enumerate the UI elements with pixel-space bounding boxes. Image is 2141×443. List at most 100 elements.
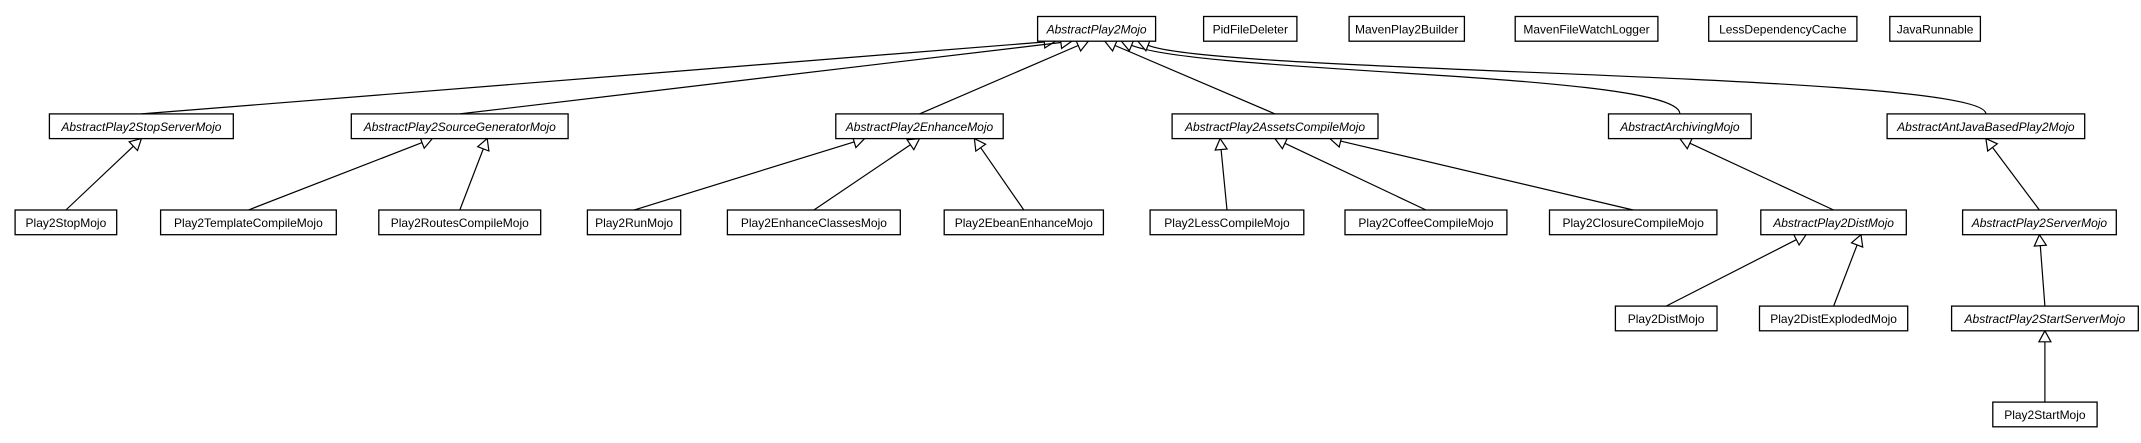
inheritance-arrowhead bbox=[973, 137, 987, 153]
class-label: Play2ClosureCompileMojo bbox=[1562, 216, 1704, 230]
class-box bbox=[1548, 209, 1718, 236]
class-label: Play2EbeanEnhanceMojo bbox=[955, 216, 1093, 230]
inheritance-arrowhead bbox=[128, 137, 143, 152]
inheritance-edge bbox=[1340, 140, 1634, 211]
class-label: AbstractPlay2Mojo bbox=[1046, 22, 1147, 36]
class-label: Play2RunMojo bbox=[595, 216, 673, 230]
class-box bbox=[1202, 15, 1298, 42]
class-label: Play2RoutesCompileMojo bbox=[391, 216, 529, 230]
class-node-abstract-play2-dist-mojo[interactable]: AbstractPlay2DistMojo bbox=[1760, 209, 1907, 236]
class-box bbox=[1760, 209, 1907, 236]
class-box bbox=[726, 209, 901, 236]
class-node-less-dependency-cache[interactable]: LessDependencyCache bbox=[1708, 15, 1858, 42]
inheritance-edge bbox=[248, 142, 423, 211]
class-label: Play2StopMojo bbox=[26, 216, 107, 230]
class-node-play2-start-mojo[interactable]: Play2StartMojo bbox=[1992, 401, 2098, 428]
class-box bbox=[835, 113, 1004, 140]
inheritance-edge bbox=[1131, 44, 1681, 115]
inheritance-edge bbox=[459, 41, 1061, 115]
class-label: Play2LessCompileMojo bbox=[1164, 216, 1290, 230]
class-node-abstract-ant-java-based-play2-mojo[interactable]: AbstractAntJavaBasedPlay2Mojo bbox=[1886, 113, 2086, 140]
inheritance-arrowhead bbox=[476, 137, 490, 152]
inheritance-arrowhead bbox=[1985, 137, 1999, 153]
class-box bbox=[1514, 15, 1659, 42]
inheritance-edge bbox=[459, 148, 484, 211]
class-box bbox=[350, 113, 569, 140]
class-label: Play2TemplateCompileMojo bbox=[174, 216, 323, 230]
class-node-java-runnable[interactable]: JavaRunnable bbox=[1889, 15, 1982, 42]
inheritance-edge bbox=[1220, 149, 1228, 211]
class-box bbox=[1607, 113, 1752, 140]
class-node-abstract-play2-start-server-mojo[interactable]: AbstractPlay2StartServerMojo bbox=[1950, 305, 2139, 332]
inheritance-arrowhead bbox=[1850, 233, 1864, 249]
inheritance-edge bbox=[1992, 147, 2040, 211]
class-box bbox=[1950, 305, 2139, 332]
inheritance-edge bbox=[65, 145, 134, 211]
class-node-abstract-play2-server-mojo[interactable]: AbstractPlay2ServerMojo bbox=[1961, 209, 2117, 236]
class-box bbox=[1708, 15, 1858, 42]
class-label: PidFileDeleter bbox=[1213, 22, 1288, 36]
class-node-abstract-play2-mojo[interactable]: AbstractPlay2Mojo bbox=[1036, 15, 1157, 42]
class-node-abstract-play2-enhance-mojo[interactable]: AbstractPlay2EnhanceMojo bbox=[835, 113, 1004, 140]
class-box bbox=[1992, 401, 2098, 428]
class-label: MavenFileWatchLogger bbox=[1523, 22, 1649, 36]
class-box bbox=[1758, 305, 1909, 332]
class-node-abstract-play2-stop-server-mojo[interactable]: AbstractPlay2StopServerMojo bbox=[48, 113, 234, 140]
class-label: AbstractArchivingMojo bbox=[1619, 120, 1740, 134]
inheritance-edge bbox=[1833, 244, 1858, 307]
class-label: AbstractPlay2EnhanceMojo bbox=[845, 120, 994, 134]
class-box bbox=[48, 113, 234, 140]
class-label: Play2EnhanceClassesMojo bbox=[741, 216, 887, 230]
class-label: AbstractPlay2StopServerMojo bbox=[60, 120, 221, 134]
class-node-play2-routes-compile-mojo[interactable]: Play2RoutesCompileMojo bbox=[378, 209, 542, 236]
class-node-play2-dist-exploded-mojo[interactable]: Play2DistExplodedMojo bbox=[1758, 305, 1909, 332]
class-node-abstract-play2-assets-compile-mojo[interactable]: AbstractPlay2AssetsCompileMojo bbox=[1171, 113, 1379, 140]
class-node-play2-dist-mojo[interactable]: Play2DistMojo bbox=[1614, 305, 1718, 332]
inheritance-arrowhead bbox=[2037, 329, 2052, 343]
class-node-play2-run-mojo[interactable]: Play2RunMojo bbox=[586, 209, 682, 236]
class-label: AbstractPlay2DistMojo bbox=[1772, 216, 1894, 230]
class-box bbox=[378, 209, 542, 236]
class-label: AbstractPlay2SourceGeneratorMojo bbox=[363, 120, 556, 134]
class-box bbox=[1036, 15, 1157, 42]
class-node-play2-ebean-enhance-mojo[interactable]: Play2EbeanEnhanceMojo bbox=[943, 209, 1105, 236]
class-label: LessDependencyCache bbox=[1719, 22, 1847, 36]
inheritance-edge bbox=[1114, 44, 1276, 115]
inheritance-edges bbox=[65, 35, 2052, 403]
inheritance-edge bbox=[813, 144, 911, 211]
class-node-play2-closure-compile-mojo[interactable]: Play2ClosureCompileMojo bbox=[1548, 209, 1718, 236]
class-label: AbstractPlay2ServerMojo bbox=[1971, 216, 2108, 230]
class-node-play2-stop-mojo[interactable]: Play2StopMojo bbox=[14, 209, 118, 236]
inheritance-edge bbox=[1689, 142, 1834, 211]
class-label: JavaRunnable bbox=[1897, 22, 1974, 36]
class-label: AbstractPlay2AssetsCompileMojo bbox=[1184, 120, 1365, 134]
class-box bbox=[586, 209, 682, 236]
class-box bbox=[1149, 209, 1305, 236]
inheritance-edge bbox=[633, 141, 855, 211]
class-node-play2-enhance-classes-mojo[interactable]: Play2EnhanceClassesMojo bbox=[726, 209, 901, 236]
class-box bbox=[1886, 113, 2086, 140]
class-node-pid-file-deleter[interactable]: PidFileDeleter bbox=[1202, 15, 1298, 42]
class-box bbox=[159, 209, 337, 236]
class-node-maven-play2-builder[interactable]: MavenPlay2Builder bbox=[1348, 15, 1466, 42]
class-nodes: AbstractPlay2Mojo PidFileDeleter MavenPlay… bbox=[14, 15, 2139, 428]
class-node-abstract-archiving-mojo[interactable]: AbstractArchivingMojo bbox=[1607, 113, 1752, 140]
inheritance-edge bbox=[2039, 245, 2046, 307]
class-node-play2-less-compile-mojo[interactable]: Play2LessCompileMojo bbox=[1149, 209, 1305, 236]
class-node-play2-coffee-compile-mojo[interactable]: Play2CoffeeCompileMojo bbox=[1344, 209, 1508, 236]
class-node-abstract-play2-source-generator-mojo[interactable]: AbstractPlay2SourceGeneratorMojo bbox=[350, 113, 569, 140]
class-label: AbstractAntJavaBasedPlay2Mojo bbox=[1896, 120, 2075, 134]
class-label: Play2StartMojo bbox=[2004, 408, 2086, 422]
class-node-play2-template-compile-mojo[interactable]: Play2TemplateCompileMojo bbox=[159, 209, 337, 236]
inheritance-arrowhead bbox=[1214, 137, 1229, 151]
class-label: Play2CoffeeCompileMojo bbox=[1358, 216, 1494, 230]
inheritance-edge bbox=[1284, 142, 1427, 211]
inheritance-edge bbox=[141, 41, 1045, 115]
class-box bbox=[1961, 209, 2117, 236]
inheritance-edge bbox=[1665, 239, 1797, 307]
inheritance-arrowhead bbox=[906, 137, 921, 151]
class-node-maven-file-watch-logger[interactable]: MavenFileWatchLogger bbox=[1514, 15, 1659, 42]
class-label: AbstractPlay2StartServerMojo bbox=[1964, 312, 2126, 326]
class-box bbox=[943, 209, 1105, 236]
